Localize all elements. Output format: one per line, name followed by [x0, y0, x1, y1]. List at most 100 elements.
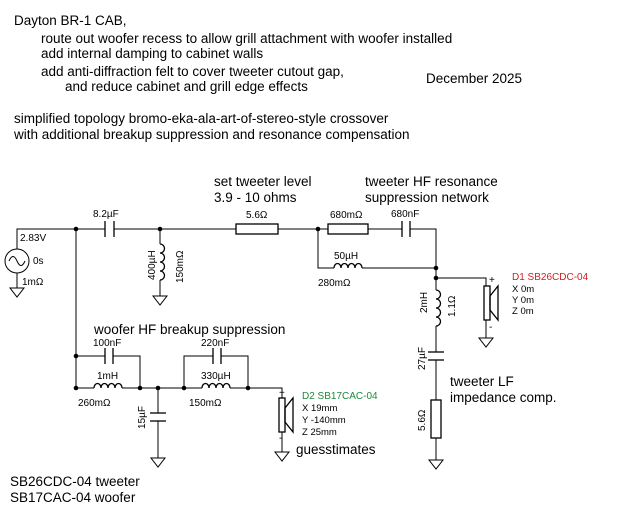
l3-resistance-label: 1.1Ω [447, 295, 458, 317]
c4-value-label: 100nF [93, 338, 121, 349]
l4-resistance-label: 260mΩ [78, 398, 111, 409]
capacitor-c6[interactable]: 220nF [201, 338, 229, 364]
junctions [73, 226, 439, 391]
junction-dot [181, 385, 187, 391]
c3-value-label: 27µF [417, 347, 428, 370]
driver-d2-woofer[interactable]: + - D2 SB17CAC-04 X 19mm Y -140mm Z 25mm [278, 388, 378, 444]
note-lf-comp-1: tweeter LF [450, 374, 514, 389]
note-tweeter-level-1: set tweeter level [214, 174, 312, 189]
r3-value-label: 5.6Ω [417, 409, 428, 431]
junction-dot [315, 226, 321, 232]
wire-d1-plus [435, 268, 487, 286]
d1-name-label: D1 SB26CDC-04 [512, 272, 589, 283]
junction-dot [155, 385, 161, 391]
notes: Dayton BR-1 CAB, route out woofer recess… [10, 13, 557, 505]
note-line-2: add internal damping to cabinet walls [41, 46, 263, 61]
d2-x-label: X 19mm [302, 403, 337, 414]
wire-c6-left [183, 355, 213, 388]
note-line-4: and reduce cabinet and grill edge effect… [65, 79, 308, 94]
source-resistance-label: 1mΩ [22, 277, 44, 288]
speaker-cone-icon [489, 284, 499, 322]
note-footer-1: SB26CDC-04 tweeter [10, 474, 140, 489]
note-lf-comp-2: impedance comp. [450, 390, 557, 405]
ground-icon [151, 295, 169, 306]
note-line-3: add anti-diffraction felt to cover tweet… [41, 64, 344, 79]
wire-c6-right [221, 355, 249, 388]
capacitor-c4[interactable]: 100nF [93, 338, 121, 364]
note-topology-1: simplified topology bromo-eka-ala-art-of… [14, 111, 389, 126]
note-guesstimates: guesstimates [296, 442, 376, 457]
ground-icon [8, 287, 26, 298]
r1-value-label: 5.6Ω [246, 210, 268, 221]
capacitor-c2[interactable]: 680nF [391, 209, 419, 237]
ground-icon [477, 337, 495, 348]
l4-value-label: 1mH [97, 371, 118, 382]
note-woofer-breakup: woofer HF breakup suppression [93, 322, 285, 337]
note-date: December 2025 [426, 71, 522, 86]
l5-resistance-label: 150mΩ [189, 398, 222, 409]
l2-value-label: 50µH [334, 251, 358, 262]
driver-d1-tweeter[interactable]: + - D1 SB26CDC-04 X 0m Y 0m Z 0m [483, 272, 589, 333]
source-delay-label: 0s [33, 256, 44, 267]
wire-c4-right [113, 355, 141, 388]
inductor-l5[interactable]: 330µH 150mΩ [189, 371, 231, 409]
wire-c2-node [410, 228, 437, 268]
l5-value-label: 330µH [201, 371, 231, 382]
note-footer-2: SB17CAC-04 woofer [10, 490, 136, 505]
l1-resistance-label: 150mΩ [175, 250, 186, 283]
note-tweeter-level-2: 3.9 - 10 ohms [214, 190, 297, 205]
junction-dot [73, 226, 79, 232]
d2-z-label: Z 25mm [302, 427, 337, 438]
source-voltage-label: 2.83V [20, 233, 46, 244]
d2-name-label: D2 SB17CAC-04 [302, 391, 378, 402]
capacitor-c1[interactable]: 8.2µF [93, 209, 119, 237]
resistor-r1[interactable]: 5.6Ω [235, 210, 279, 235]
d2-plus-label: + [279, 388, 285, 399]
l3-value-label: 2mH [419, 292, 430, 313]
capacitor-c5[interactable]: 15µF [137, 406, 166, 429]
grounds [8, 287, 495, 470]
junction-dot [433, 265, 439, 271]
d1-plus-label: + [489, 275, 495, 286]
l1-value-label: 400µH [147, 250, 158, 280]
note-title: Dayton BR-1 CAB, [14, 13, 127, 28]
voltage-source[interactable]: 2.83V 0s 1mΩ [4, 233, 46, 288]
d2-minus-label: - [279, 433, 282, 444]
wire-l5-right [230, 387, 283, 398]
c6-value-label: 220nF [201, 338, 229, 349]
d2-y-label: Y -140mm [302, 415, 346, 426]
junction-dot [245, 385, 251, 391]
resistor-r2[interactable]: 680mΩ [327, 210, 369, 235]
d1-x-label: X 0m [512, 284, 534, 295]
r2-value-label: 680mΩ [330, 210, 363, 221]
junction-dot [73, 385, 79, 391]
speaker-icon [278, 397, 286, 433]
speaker-icon [483, 285, 491, 321]
junction-dot [433, 275, 439, 281]
speaker-cone-icon [284, 396, 294, 434]
capacitor-c3[interactable]: 27µF [417, 347, 444, 370]
junction-dot [73, 353, 79, 359]
junction-dot [157, 226, 163, 232]
l2-resistance-label: 280mΩ [318, 278, 351, 289]
note-topology-2: with additional breakup suppression and … [13, 127, 410, 142]
ground-icon [427, 459, 445, 470]
inductor-l1[interactable]: 400µH 150mΩ [147, 243, 186, 283]
c5-value-label: 15µF [137, 406, 148, 429]
inductor-l3[interactable]: 2mH 1.1Ω [419, 289, 458, 327]
c1-value-label: 8.2µF [93, 209, 119, 220]
wires [16, 228, 487, 460]
ground-icon [273, 451, 291, 462]
inductor-l4[interactable]: 1mH 260mΩ [78, 371, 123, 409]
note-hf-resonance-2: suppression network [365, 190, 489, 205]
note-line-1: route out woofer recess to allow grill a… [41, 31, 452, 46]
resistor-r3[interactable]: 5.6Ω [417, 399, 442, 439]
ground-icon [149, 457, 167, 468]
junction-dot [137, 385, 143, 391]
inductor-l2[interactable]: 50µH 280mΩ [318, 251, 363, 289]
wire-l2-left [317, 229, 334, 269]
sine-wave-icon [8, 256, 26, 266]
note-hf-resonance-1: tweeter HF resonance [365, 174, 498, 189]
d1-y-label: Y 0m [512, 295, 534, 306]
